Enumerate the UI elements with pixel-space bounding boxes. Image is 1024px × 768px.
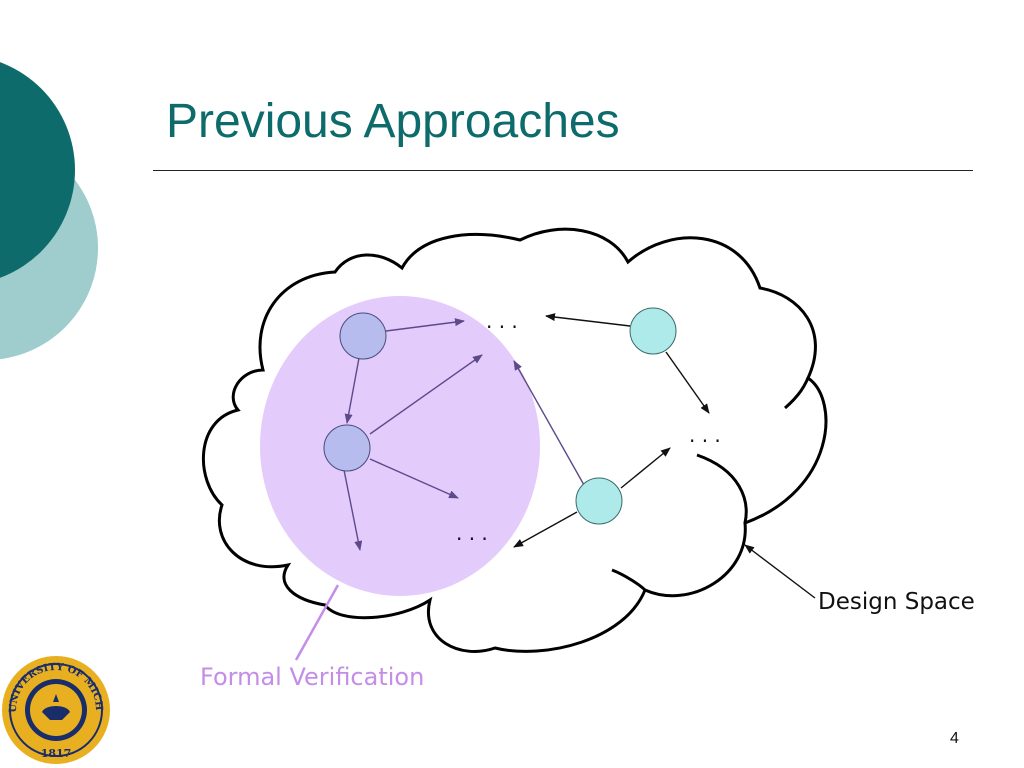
node-verification-1 (339, 312, 387, 360)
formal-verification-callout (294, 584, 340, 661)
university-seal-logo: THE UNIVERSITY OF MICHIGAN 1817 (0, 654, 110, 764)
edge-n3-to-right (665, 351, 710, 414)
ellipsis-right: . . . (689, 423, 721, 447)
corner-decoration (0, 62, 98, 360)
edge-n1-to-top (385, 318, 465, 332)
deco-dark-circle (0, 62, 75, 278)
edge-n2-to-top (369, 354, 483, 435)
edge-n1-to-n2 (344, 357, 360, 424)
node-design-1 (629, 307, 677, 355)
design-edges (513, 313, 710, 548)
ellipsis-top: . . . (486, 309, 518, 333)
seal-year: 1817 (41, 747, 72, 760)
design-space-label: Design Space (818, 589, 975, 615)
edge-n4-to-right (620, 447, 671, 489)
edge-n2-to-bottom-right (369, 458, 459, 499)
ellipsis-bottom: . . . (456, 521, 488, 545)
formal-verification-region (260, 296, 540, 596)
cloud-folds (611, 377, 810, 592)
design-space-callout (744, 544, 816, 599)
formal-verification-label: Formal Verification (200, 663, 425, 691)
edge-n4-to-bottom (513, 511, 578, 548)
title-divider (153, 170, 973, 171)
node-verification-2 (323, 424, 371, 472)
node-design-2 (575, 477, 623, 525)
slide-title: Previous Approaches (166, 95, 620, 148)
verification-edges (343, 318, 585, 551)
edge-n4-to-top (513, 360, 585, 486)
page-number: 4 (950, 730, 959, 747)
edge-n3-to-top (545, 313, 631, 327)
edge-n2-to-bottom (343, 469, 363, 551)
